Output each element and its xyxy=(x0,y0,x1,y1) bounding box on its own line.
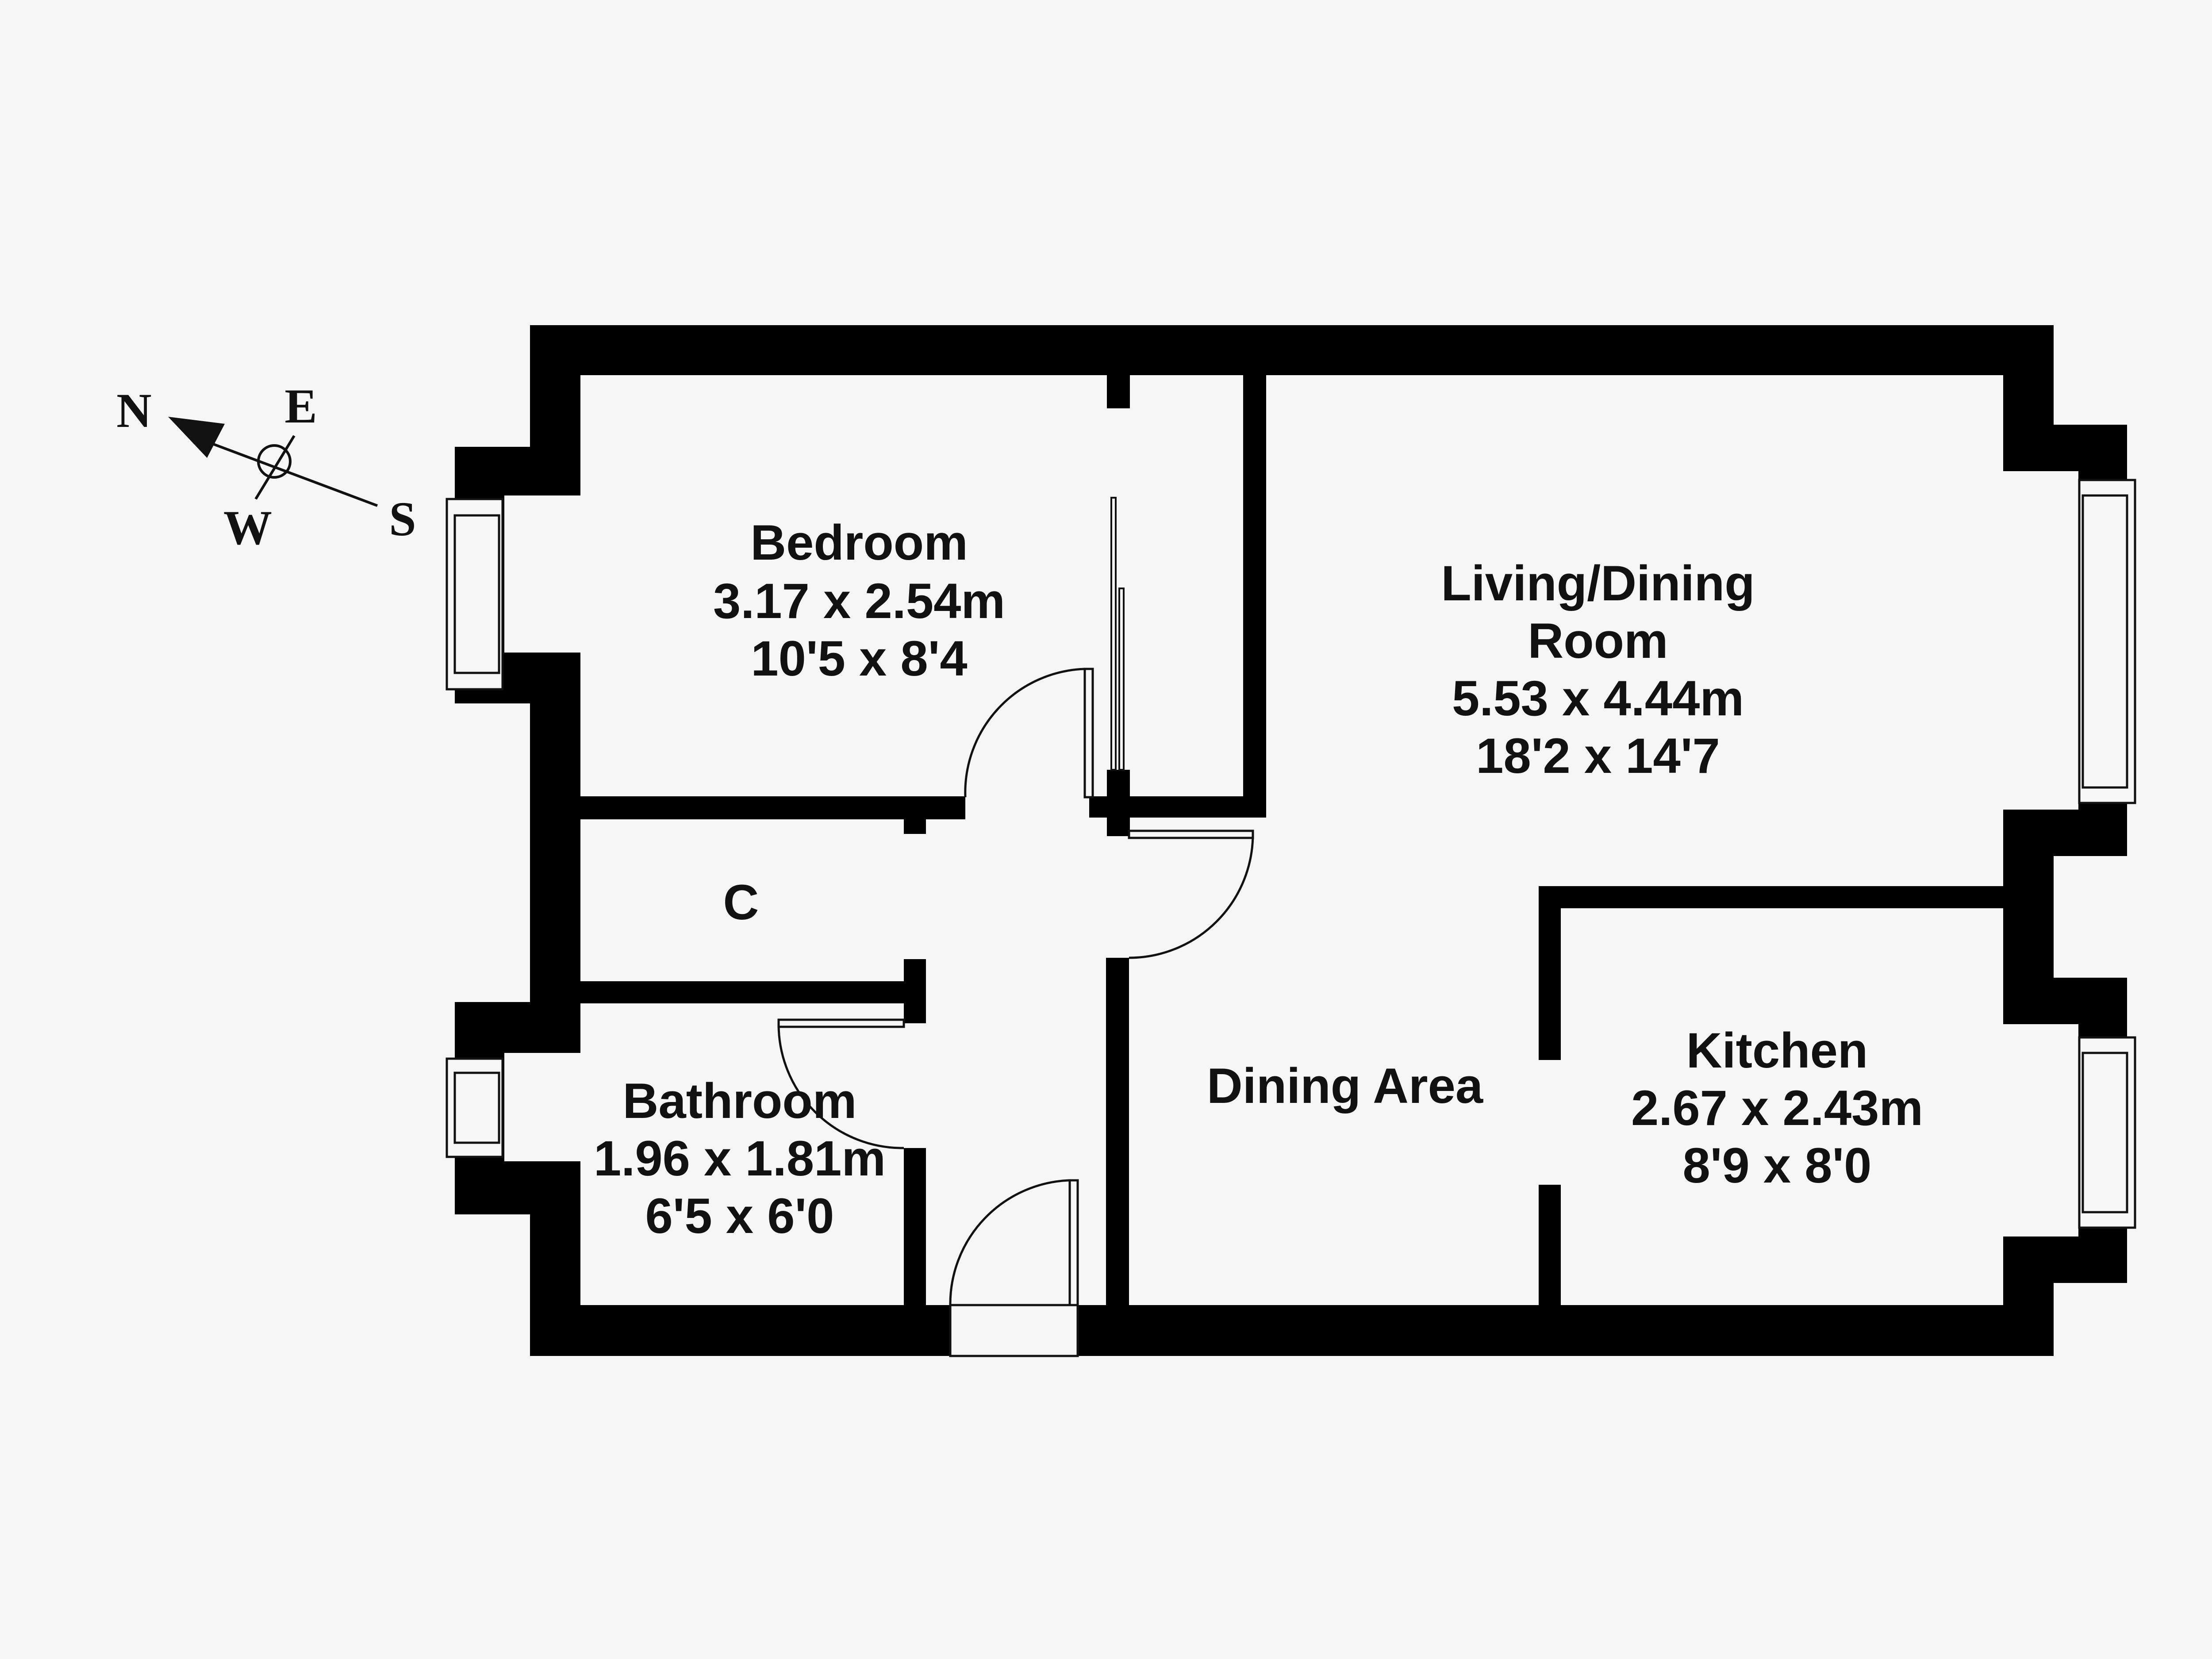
door-bathroom xyxy=(777,1018,905,1149)
compass-north-arrow-icon xyxy=(168,417,225,458)
door-entrance xyxy=(949,1179,1079,1306)
window-bathroom xyxy=(445,1057,504,1158)
room-metric: 3.17 x 2.54m xyxy=(713,573,1005,629)
room-name: C xyxy=(723,875,759,930)
door-living xyxy=(1128,830,1254,959)
room-name-line1: Living/Dining xyxy=(1441,556,1755,611)
room-metric: 1.96 x 1.81m xyxy=(594,1131,886,1186)
room-imperial: 10'5 x 8'4 xyxy=(751,631,967,686)
entrance-threshold xyxy=(949,1304,1079,1357)
room-imperial: 6'5 x 6'0 xyxy=(645,1188,834,1244)
compass: N E W S xyxy=(116,379,416,555)
room-metric: 5.53 x 4.44m xyxy=(1452,671,1744,726)
compass-north-label: N xyxy=(116,384,151,438)
compass-circle xyxy=(257,444,292,479)
compass-east-label: E xyxy=(284,379,317,433)
window-bedroom xyxy=(445,498,504,691)
compass-cross-line xyxy=(254,435,296,500)
room-bathroom: Bathroom 1.96 x 1.81m 6'5 x 6'0 xyxy=(594,1073,886,1244)
room-name: Kitchen xyxy=(1686,1023,1868,1078)
room-name-line2: Room xyxy=(1528,613,1668,668)
door-bedroom xyxy=(964,668,1094,799)
wardrobe-sliding-doors xyxy=(1110,497,1125,771)
window-kitchen xyxy=(2078,1036,2136,1229)
room-imperial: 8'9 x 8'0 xyxy=(1683,1138,1872,1193)
room-dining-area: Dining Area xyxy=(1207,1058,1483,1114)
compass-west-label: W xyxy=(223,501,272,555)
room-cupboard: C xyxy=(723,875,759,930)
room-living-dining: Living/Dining Room 5.53 x 4.44m 18'2 x 1… xyxy=(1441,556,1755,783)
compass-south-label: S xyxy=(389,492,416,546)
room-name: Bathroom xyxy=(623,1073,857,1129)
window-living xyxy=(2078,479,2136,804)
room-kitchen: Kitchen 2.67 x 2.43m 8'9 x 8'0 xyxy=(1631,1023,1923,1193)
room-imperial: 18'2 x 14'7 xyxy=(1476,728,1720,783)
interior-walls xyxy=(580,375,2003,1310)
room-bedroom: Bedroom 3.17 x 2.54m 10'5 x 8'4 xyxy=(713,515,1005,686)
room-name: Bedroom xyxy=(750,515,968,570)
compass-axis xyxy=(190,434,378,507)
room-name: Dining Area xyxy=(1207,1058,1483,1114)
room-metric: 2.67 x 2.43m xyxy=(1631,1080,1923,1136)
